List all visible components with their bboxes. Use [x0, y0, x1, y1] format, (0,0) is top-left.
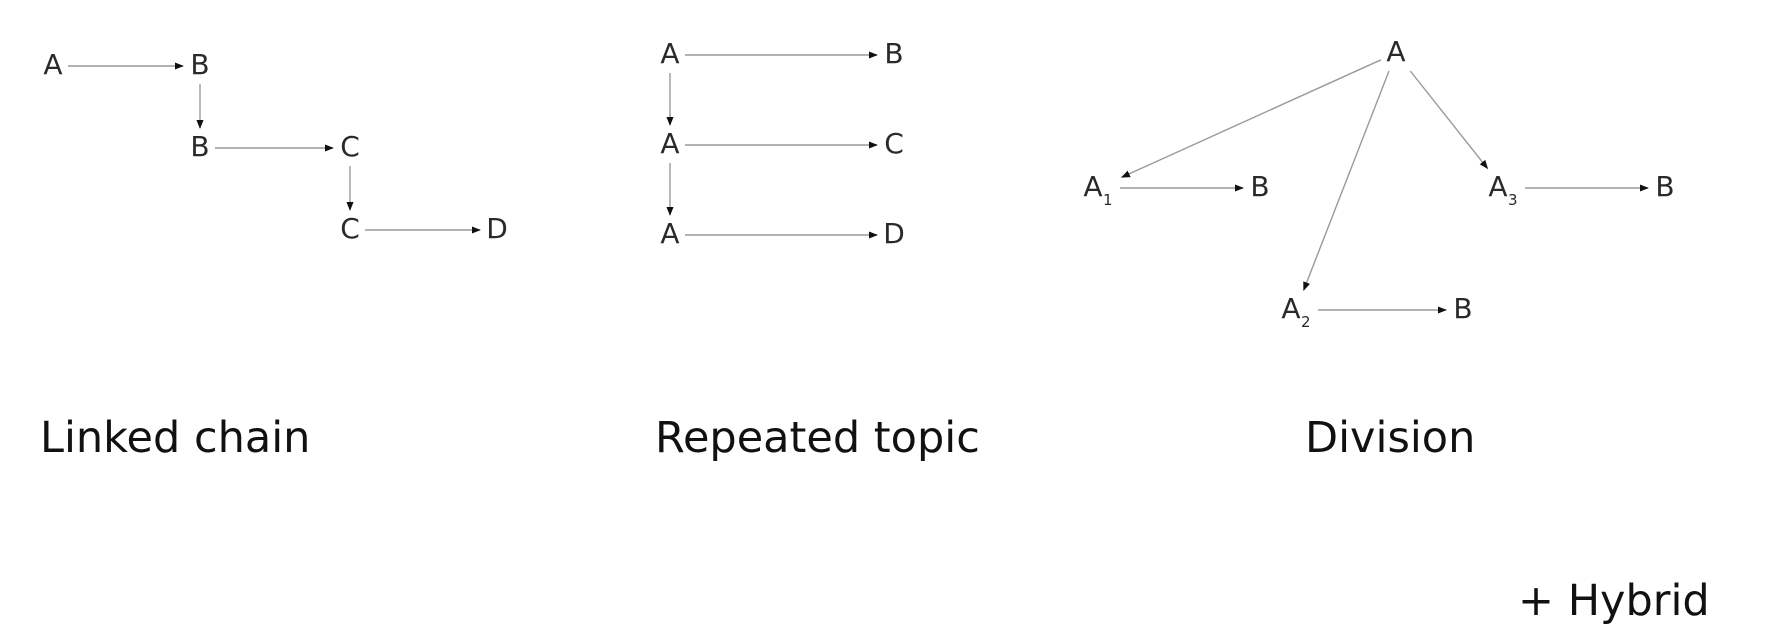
- node-lc-b1: B: [190, 48, 209, 81]
- linked-chain-group: A B B C C D: [43, 48, 507, 245]
- node-dv-b2: B: [1453, 292, 1472, 325]
- caption-hybrid: + Hybrid: [1518, 576, 1710, 626]
- node-dv-a1-subscript: 1: [1103, 191, 1113, 209]
- node-rt-c: C: [884, 127, 904, 160]
- node-dv-a2: A: [1281, 292, 1300, 325]
- caption-repeated-topic: Repeated topic: [655, 413, 980, 463]
- node-lc-b2: B: [190, 130, 209, 163]
- node-rt-a3: A: [660, 217, 679, 250]
- arrow-dv-a-to-dv-a2: [1303, 70, 1390, 291]
- node-rt-a2: A: [660, 127, 679, 160]
- node-lc-d: D: [486, 212, 508, 245]
- node-dv-a1: A: [1083, 170, 1102, 203]
- node-dv-b3: B: [1655, 170, 1674, 203]
- node-rt-d: D: [883, 217, 905, 250]
- node-lc-c1: C: [340, 130, 360, 163]
- caption-division: Division: [1305, 413, 1476, 463]
- node-rt-a1: A: [660, 37, 679, 70]
- node-dv-a2-subscript: 2: [1301, 313, 1311, 331]
- node-dv-a3: A: [1488, 170, 1507, 203]
- repeated-topic-group: A A A B C D: [660, 37, 904, 250]
- node-lc-a: A: [43, 48, 62, 81]
- node-rt-b: B: [884, 37, 903, 70]
- arrow-dv-a-to-dv-a3: [1409, 70, 1489, 170]
- node-dv-a3-subscript: 3: [1508, 191, 1518, 209]
- node-dv-a: A: [1386, 35, 1405, 68]
- node-lc-c2: C: [340, 212, 360, 245]
- caption-linked-chain: Linked chain: [40, 413, 311, 463]
- arrow-dv-a-to-dv-a1: [1120, 59, 1382, 178]
- node-dv-b1: B: [1250, 170, 1269, 203]
